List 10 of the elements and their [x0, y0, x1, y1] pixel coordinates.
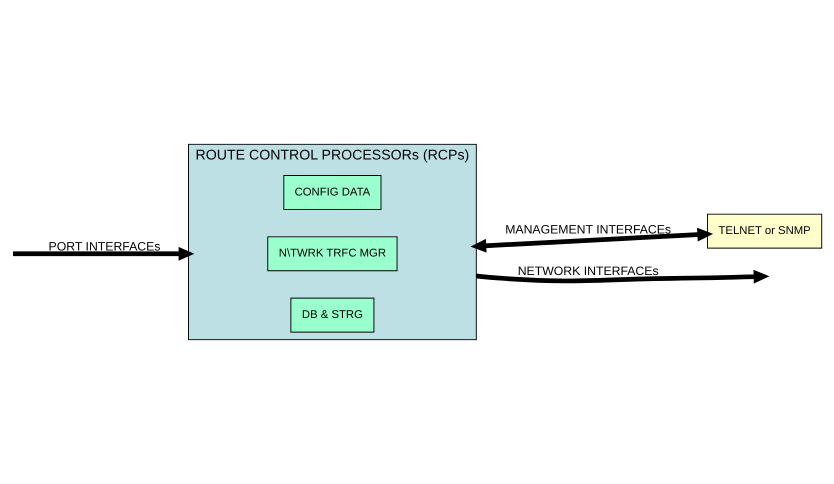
node-box: TELNET or SNMP	[707, 214, 822, 249]
arrow	[476, 270, 770, 284]
arrow	[13, 246, 194, 261]
node-box: DB & STRG	[290, 298, 374, 333]
edge-label: MANAGEMENT INTERFACEs	[505, 222, 672, 236]
node-box: N\TWRK TRFC MGR	[267, 236, 398, 272]
node-box: CONFIG DATA	[283, 175, 382, 210]
edge-label: NETWORK INTERFACEs	[518, 264, 659, 278]
edge-label: PORT INTERFACEs	[48, 239, 160, 254]
arrow	[470, 228, 714, 253]
